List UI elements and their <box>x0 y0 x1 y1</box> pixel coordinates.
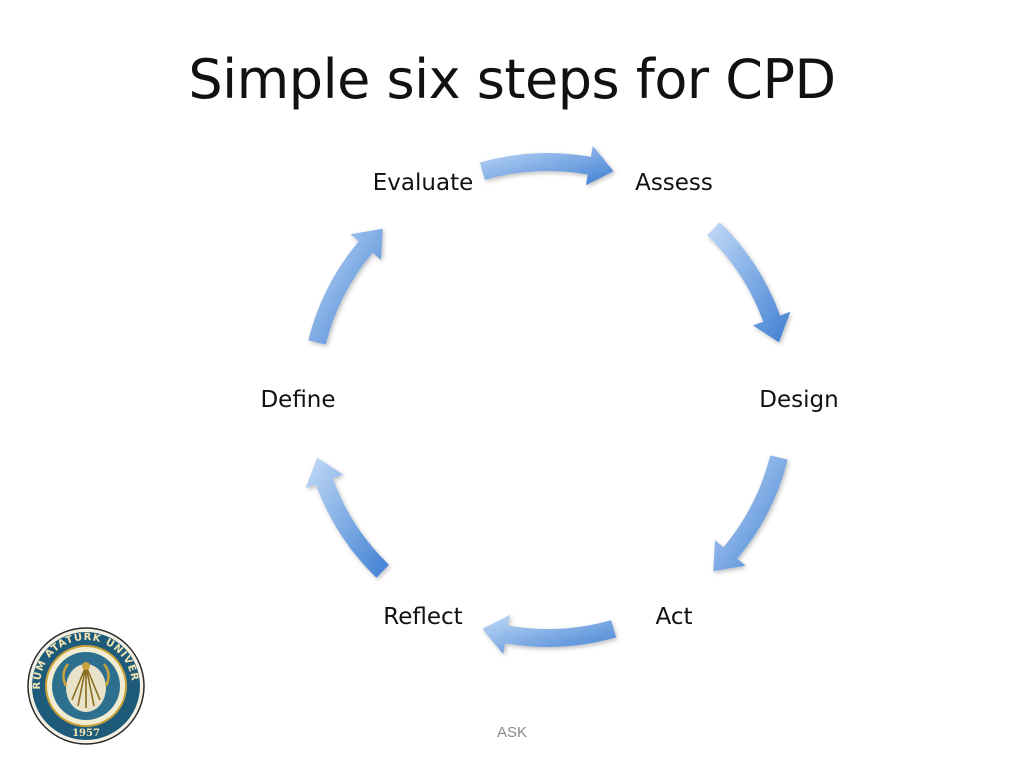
cycle-arrow-reflect-to-define <box>305 457 389 578</box>
slide-footer: ASK <box>496 724 527 741</box>
seal-emblem <box>62 662 110 712</box>
step-label-design: Design <box>759 387 839 413</box>
cycle-arrow-act-to-reflect <box>482 614 617 655</box>
step-label-evaluate: Evaluate <box>372 170 474 196</box>
step-label-define: Define <box>260 387 336 413</box>
step-label-reflect: Reflect <box>383 604 463 630</box>
step-label-act: Act <box>655 604 693 630</box>
cycle-arrow-evaluate-to-assess <box>479 145 614 186</box>
university-seal-icon: ERZURUM ATATÜRK ÜNİVERSİTESİ 1957 <box>26 626 145 745</box>
cycle-arrows <box>305 145 791 655</box>
cycle-arrow-design-to-act <box>713 455 788 572</box>
cycle-arrow-assess-to-design <box>707 222 791 343</box>
cycle-arrow-define-to-evaluate <box>308 228 383 345</box>
seal-year: 1957 <box>72 728 100 739</box>
slide-title: Simple six steps for CPD <box>188 48 836 111</box>
step-label-assess: Assess <box>635 170 713 196</box>
